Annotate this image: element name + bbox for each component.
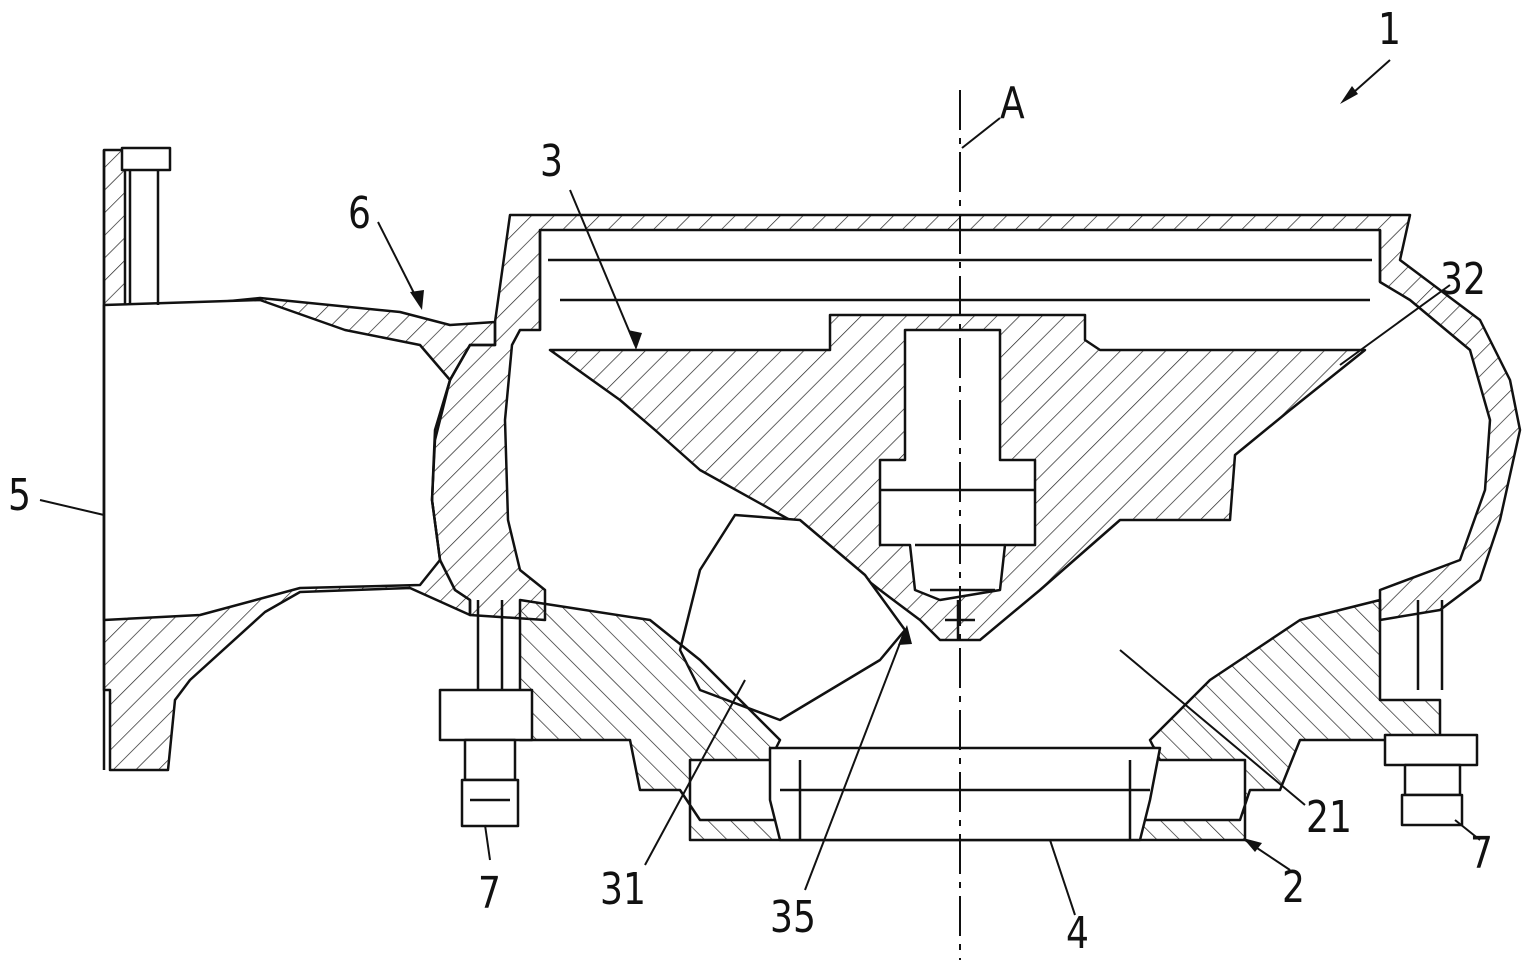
leader-5 (39, 499, 105, 516)
arrowhead-2 (1243, 838, 1262, 852)
flange-bolt (120, 146, 172, 172)
inlet-bore (768, 746, 1162, 842)
arrowhead-35 (898, 625, 912, 645)
leader-A (961, 117, 1001, 149)
label-hub-tip: 35 (770, 892, 816, 943)
label-impeller: 3 (540, 136, 563, 187)
arrowhead-3 (628, 330, 642, 350)
leader-21 (1119, 649, 1306, 806)
leader-6 (377, 221, 421, 306)
leader-3 (569, 189, 636, 346)
housing-inner-line (548, 258, 1372, 302)
label-bolt-left: 7 (478, 868, 501, 919)
housing-top-edge (538, 230, 1382, 330)
leader-7-right (1454, 819, 1481, 841)
flange-bolt-shaft (128, 170, 160, 305)
label-ring: 2 (1282, 862, 1305, 913)
arrowhead-6 (410, 290, 424, 310)
label-rib: 32 (1440, 254, 1486, 305)
inlet-lines (780, 760, 1150, 840)
nozzle-bore (102, 298, 452, 622)
wear-ring (518, 598, 1442, 842)
label-discharge-flange: 5 (8, 470, 31, 521)
label-axis: A (1000, 78, 1025, 129)
label-device: 1 (1378, 4, 1401, 55)
impeller-blade (678, 513, 907, 722)
label-bolt-right: 7 (1470, 828, 1493, 879)
label-blade-channel: 21 (1306, 792, 1352, 843)
label-inlet: 4 (1066, 908, 1089, 959)
leader-4 (1049, 839, 1076, 916)
label-housing-wall: 6 (348, 188, 371, 239)
bolt-left (438, 600, 534, 828)
arrowhead-1 (1340, 86, 1358, 104)
leader-7-left (484, 824, 491, 861)
bolt-right (1383, 600, 1479, 827)
label-blade: 31 (600, 864, 646, 915)
impeller-hub-bore (878, 328, 1037, 602)
leader-35 (804, 629, 906, 891)
leader-31 (644, 679, 746, 866)
leader-32 (1339, 284, 1451, 366)
